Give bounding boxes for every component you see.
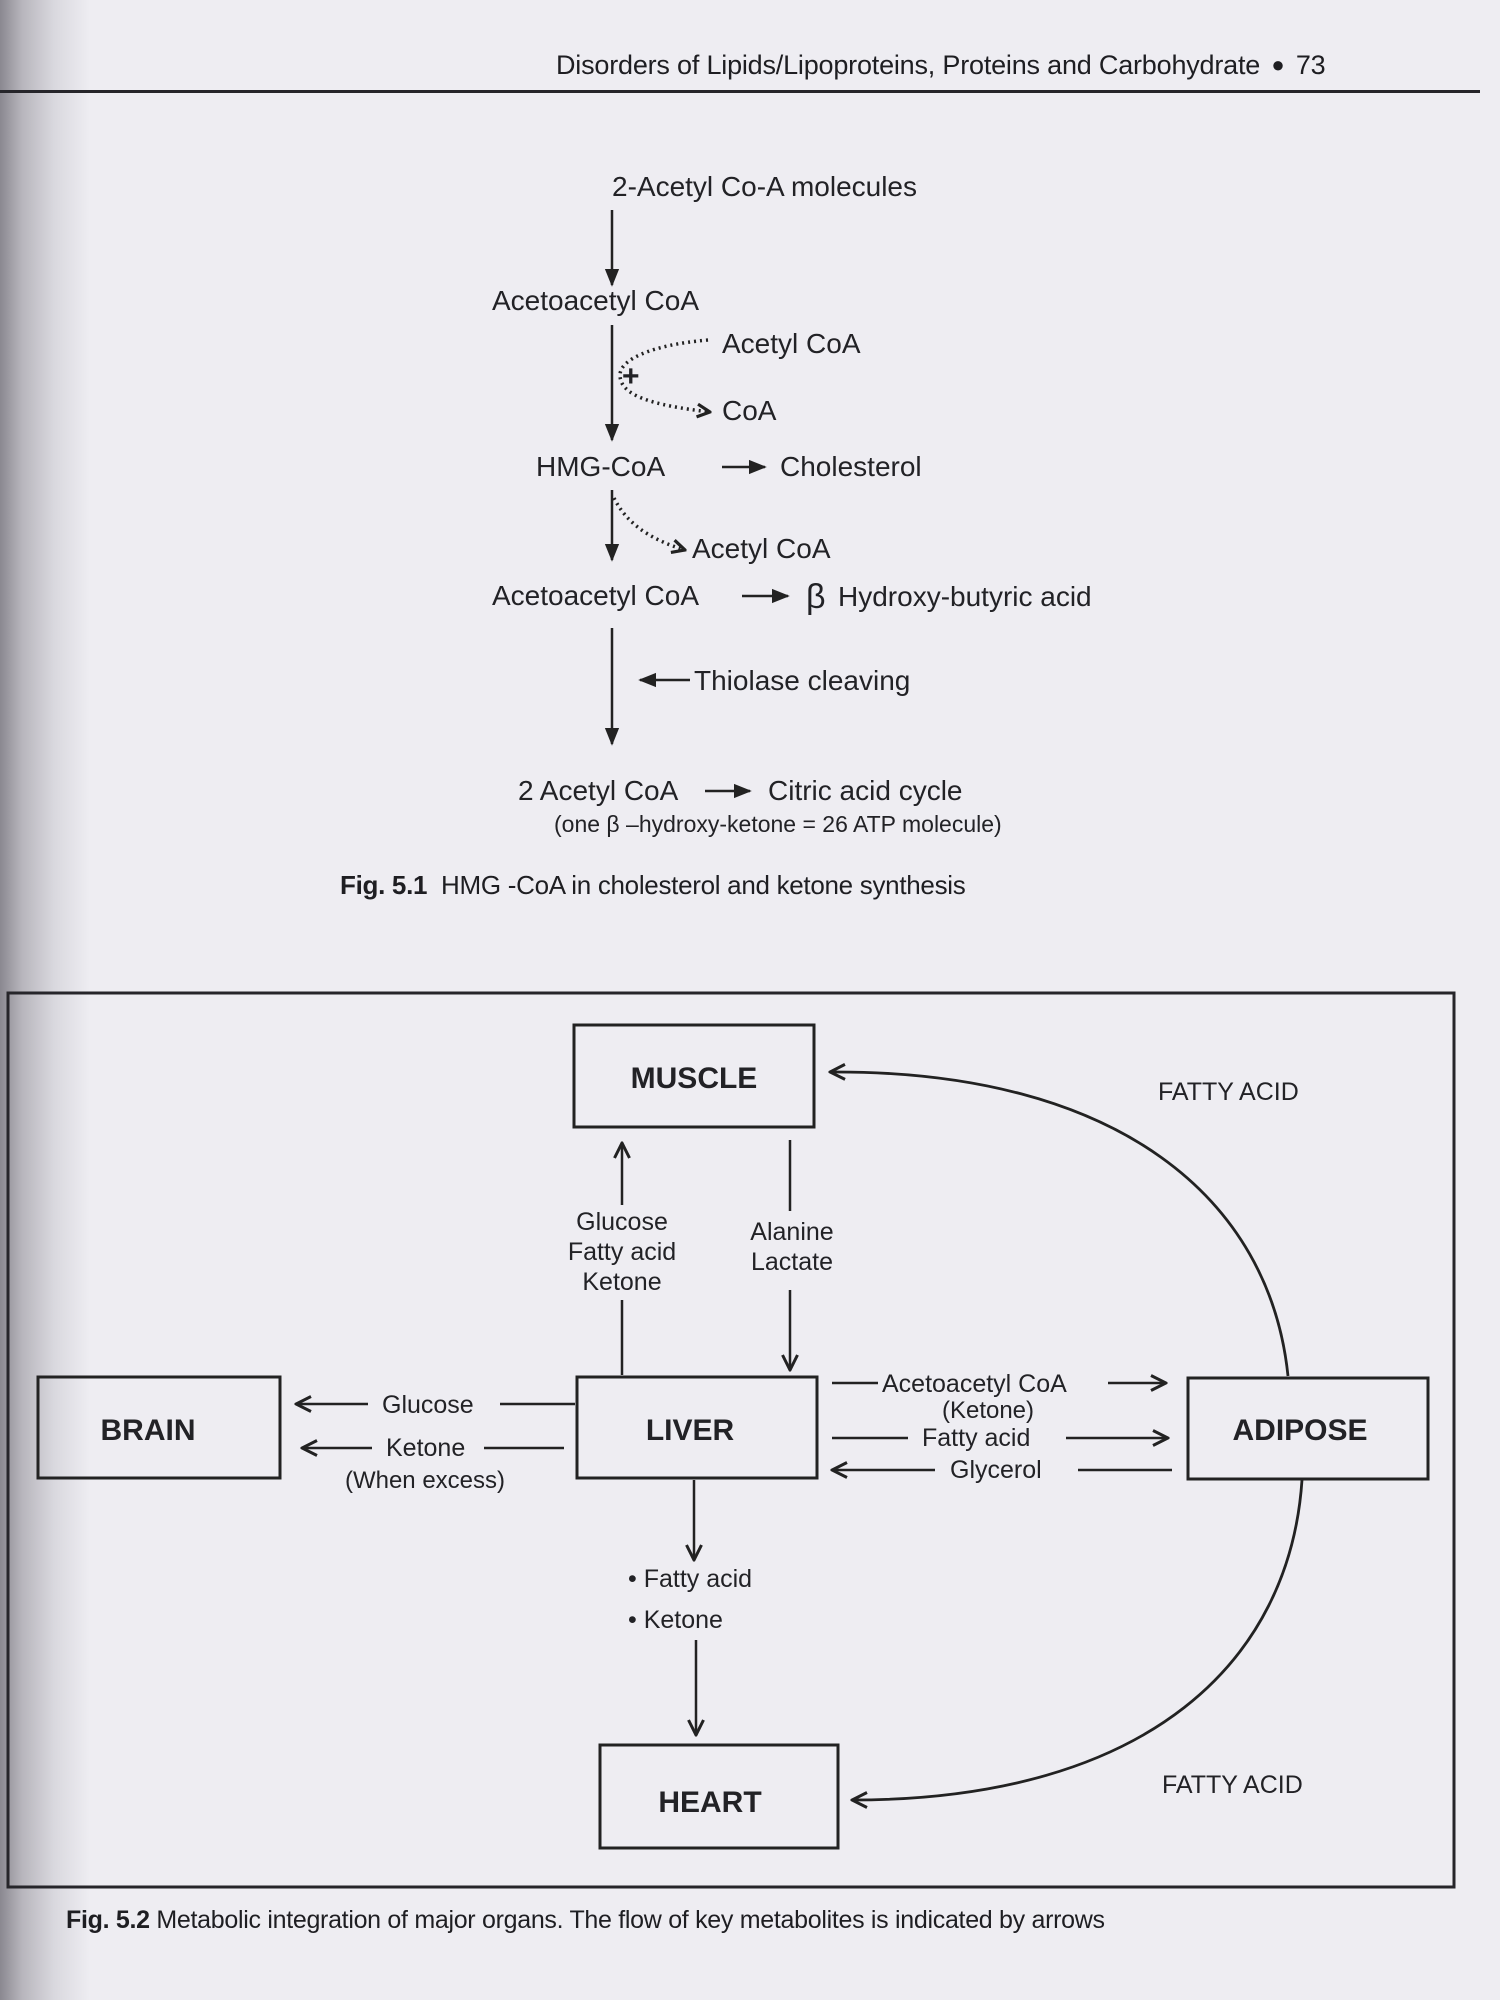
flow-ketone-muscle: Ketone bbox=[582, 1268, 661, 1296]
curve-adipose-to-heart bbox=[852, 1479, 1304, 1800]
liver-label: LIVER bbox=[646, 1414, 735, 1447]
flow-alanine: Alanine bbox=[750, 1218, 833, 1246]
flow-ketone-brain: Ketone bbox=[386, 1434, 465, 1462]
flow-fatty-acid-muscle-curve: FATTY ACID bbox=[1158, 1078, 1299, 1106]
adipose-label: ADIPOSE bbox=[1232, 1414, 1367, 1447]
thiolase-label: Thiolase cleaving bbox=[694, 665, 910, 696]
figure-5-2-caption: Fig. 5.2 Metabolic integration of major … bbox=[66, 1906, 1105, 1935]
flow-ketone-heart: • Ketone bbox=[628, 1606, 723, 1634]
flow-fatty-acid-muscle: Fatty acid bbox=[568, 1238, 676, 1266]
header-rule bbox=[0, 90, 1480, 93]
figure-frame bbox=[6, 991, 1456, 1889]
figure-5-2-title: Metabolic integration of major organs. T… bbox=[156, 1906, 1105, 1934]
beta-symbol: β bbox=[806, 578, 826, 616]
flow-ketone-note: (Ketone) bbox=[942, 1397, 1034, 1424]
step-final-acetyl: 2 Acetyl CoA bbox=[518, 775, 679, 806]
figure-5-1-label: Fig. 5.1 bbox=[340, 870, 428, 900]
muscle-box bbox=[572, 1023, 816, 1129]
flow-fatty-acid-heart: • Fatty acid bbox=[628, 1565, 752, 1593]
step-acetoacetyl-2: Acetoacetyl CoA bbox=[492, 580, 699, 611]
heart-label: HEART bbox=[658, 1786, 761, 1819]
released-acetyl-coa: Acetyl CoA bbox=[692, 533, 831, 564]
step-citric-acid: Citric acid cycle bbox=[768, 775, 962, 806]
flow-lactate: Lactate bbox=[751, 1248, 833, 1276]
flow-when-excess-note: (When excess) bbox=[345, 1467, 505, 1494]
muscle-label: MUSCLE bbox=[631, 1062, 758, 1095]
heart-box bbox=[598, 1743, 840, 1850]
curve-adipose-to-muscle bbox=[830, 1072, 1290, 1377]
step-hydroxybutyric: Hydroxy-butyric acid bbox=[838, 581, 1092, 612]
dotted-release-arrow bbox=[612, 497, 685, 550]
side-input-acetyl: Acetyl CoA bbox=[722, 328, 861, 359]
flow-glucose-brain: Glucose bbox=[382, 1391, 474, 1419]
plus-sign: + bbox=[622, 360, 640, 393]
flow-fatty-acid-adipose: Fatty acid bbox=[922, 1424, 1030, 1452]
running-header: Disorders of Lipids/Lipoproteins, Protei… bbox=[556, 50, 1326, 81]
liver-box bbox=[575, 1375, 819, 1480]
brain-label: BRAIN bbox=[101, 1414, 196, 1447]
flow-acetoacetyl-coa: Acetoacetyl CoA bbox=[882, 1370, 1067, 1398]
flow-glucose-muscle: Glucose bbox=[576, 1208, 668, 1236]
figure-5-1-diagram: 2-Acetyl Co-A molecules Acetoacetyl CoA … bbox=[492, 171, 1092, 837]
side-output-coa: CoA bbox=[722, 395, 777, 426]
atp-note: (one β –hydroxy-ketone = 26 ATP molecule… bbox=[554, 811, 1002, 837]
flow-fatty-acid-heart-curve: FATTY ACID bbox=[1162, 1771, 1303, 1799]
bullet-separator: ● bbox=[1271, 52, 1285, 77]
brain-box bbox=[36, 1375, 282, 1480]
step-hmg-coa: HMG-CoA bbox=[536, 451, 665, 482]
step-acetoacetyl-1: Acetoacetyl CoA bbox=[492, 285, 699, 316]
dotted-side-arrow bbox=[618, 338, 710, 412]
figure-5-1-title: HMG -CoA in cholesterol and ketone synth… bbox=[441, 870, 966, 900]
page-number: 73 bbox=[1295, 50, 1326, 80]
figure-5-2-label: Fig. 5.2 bbox=[66, 1906, 150, 1934]
flow-glycerol: Glycerol bbox=[950, 1456, 1042, 1484]
page-gutter-shadow bbox=[0, 0, 90, 2000]
figure-5-1-caption: Fig. 5.1 HMG -CoA in cholesterol and ket… bbox=[340, 870, 966, 901]
running-title: Disorders of Lipids/Lipoproteins, Protei… bbox=[556, 50, 1261, 80]
step-start: 2-Acetyl Co-A molecules bbox=[612, 171, 917, 202]
step-cholesterol: Cholesterol bbox=[780, 451, 922, 482]
adipose-box bbox=[1186, 1376, 1430, 1481]
